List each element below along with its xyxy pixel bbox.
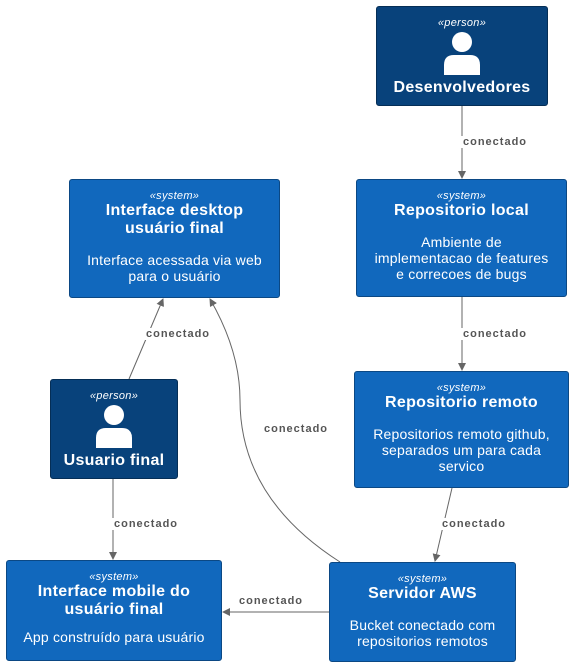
node-title-line2: usuário final (124, 220, 225, 237)
stereotype-label: «system» (436, 190, 487, 202)
stereotype-label: «system» (149, 190, 200, 202)
edge-label-usuario-to-mobile: conectado (112, 518, 181, 530)
person-desenvolvedores[interactable]: «person» Desenvolvedores (376, 6, 548, 106)
node-desc-line2: separados um para cada (381, 442, 542, 458)
edge-label-local-to-remoto: conectado (461, 328, 530, 340)
node-desc-line3: e correcoes de bugs (396, 266, 527, 282)
edge-label-servidor-to-desktop: conectado (262, 423, 331, 435)
stereotype-label: «system» (397, 573, 448, 585)
system-interface-mobile[interactable]: «system» Interface mobile do usuário fin… (6, 560, 222, 661)
node-desc-line2: para o usuário (128, 268, 221, 284)
node-title-line2: usuário final (64, 601, 164, 618)
node-desc-line1: Interface acessada via web (87, 252, 262, 268)
stereotype-label: «system» (436, 382, 487, 394)
node-title: Repositorio local (394, 202, 529, 219)
edge-label-dev-to-local: conectado (461, 136, 530, 148)
system-repositorio-remoto[interactable]: «system» Repositorio remoto Repositorios… (354, 371, 569, 488)
stereotype-label: «person» (437, 17, 487, 29)
person-icon (96, 405, 132, 448)
system-repositorio-local[interactable]: «system» Repositorio local Ambiente de i… (356, 179, 567, 297)
node-title: Repositorio remoto (385, 394, 538, 411)
person-usuario-final[interactable]: «person» Usuario final (50, 379, 178, 479)
person-icon (444, 32, 480, 75)
node-desc-line1: App construído para usuário (23, 629, 205, 645)
stereotype-label: «person» (89, 390, 139, 402)
edge-label-servidor-to-mobile: conectado (237, 595, 306, 607)
edge-label-remoto-to-servidor: conectado (440, 518, 509, 530)
node-desc-line1: Ambiente de (421, 234, 502, 250)
node-title: Usuario final (63, 452, 165, 469)
node-title-line1: Interface desktop (105, 202, 244, 219)
edge-label-usuario-to-desktop: conectado (144, 328, 213, 340)
system-interface-desktop[interactable]: «system» Interface desktop usuário final… (69, 179, 280, 298)
node-desc-line2: repositorios remotos (357, 633, 488, 649)
node-title-line1: Interface mobile do (37, 583, 191, 600)
node-desc-line1: Repositorios remoto github, (373, 426, 550, 442)
node-desc-line2: implementacao de features (374, 250, 549, 266)
node-desc-line3: servico (438, 458, 485, 474)
node-title: Servidor AWS (368, 585, 477, 602)
system-servidor-aws[interactable]: «system» Servidor AWS Bucket conectado c… (329, 562, 516, 662)
node-title: Desenvolvedores (393, 79, 531, 96)
stereotype-label: «system» (89, 571, 139, 583)
edge-servidor-to-desktop (209, 298, 341, 563)
node-desc-line1: Bucket conectado com (349, 617, 496, 633)
